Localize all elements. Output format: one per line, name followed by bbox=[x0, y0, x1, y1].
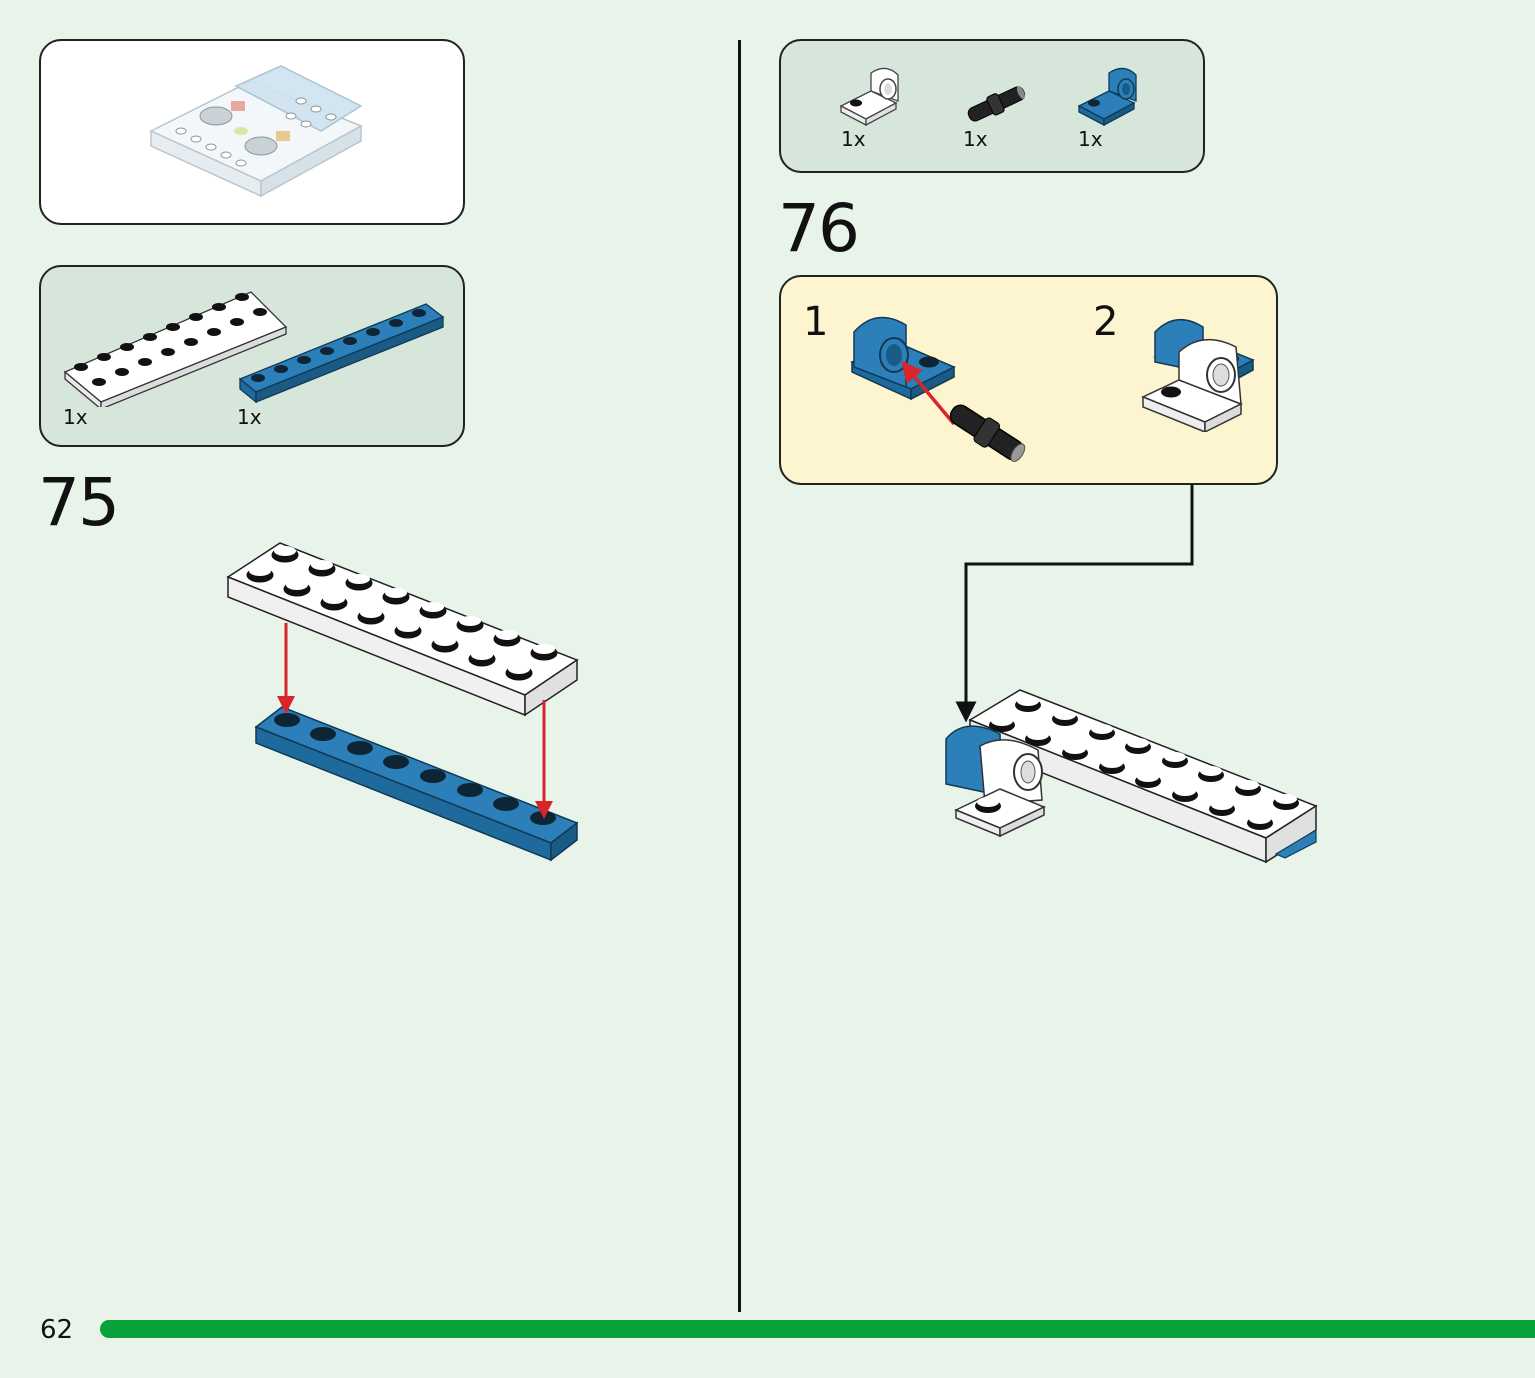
submodel-box: 1 2 bbox=[779, 275, 1278, 485]
parts-list-box-step-75: 1x 1x bbox=[39, 265, 465, 447]
substep-number-2: 2 bbox=[1093, 299, 1119, 345]
blue-plate-1x8-icon bbox=[238, 303, 445, 404]
page-number: 62 bbox=[40, 1315, 74, 1345]
column-divider bbox=[738, 40, 741, 1312]
step-number-75: 75 bbox=[38, 464, 120, 541]
step-76-build-illustration bbox=[945, 484, 1318, 864]
parts-list-box-step-76: 1x 1x 1x bbox=[779, 39, 1205, 173]
black-technic-pin-icon bbox=[967, 86, 1026, 122]
step-number-76: 76 bbox=[778, 190, 860, 267]
part-qty-white-pin-hole-plate: 1x bbox=[841, 127, 866, 151]
substep-2-illustration bbox=[1141, 318, 1255, 432]
part-qty-blue-plate: 1x bbox=[237, 405, 262, 429]
progress-bar-fill bbox=[100, 1320, 1535, 1338]
blue-pin-hole-plate-icon bbox=[1077, 67, 1137, 127]
model-preview-box bbox=[39, 39, 465, 225]
assembled-model-preview-icon bbox=[149, 65, 363, 198]
step-75-build-illustration bbox=[226, 542, 579, 862]
white-pin-hole-plate-icon bbox=[839, 67, 899, 127]
part-qty-black-technic-pin: 1x bbox=[963, 127, 988, 151]
white-plate-2x8-icon bbox=[63, 291, 288, 407]
substep-number-1: 1 bbox=[803, 299, 829, 345]
part-qty-blue-pin-hole-plate: 1x bbox=[1078, 127, 1103, 151]
progress-bar bbox=[100, 1320, 1535, 1338]
part-qty-white-plate: 1x bbox=[63, 405, 88, 429]
substep-1-illustration bbox=[850, 316, 1026, 463]
